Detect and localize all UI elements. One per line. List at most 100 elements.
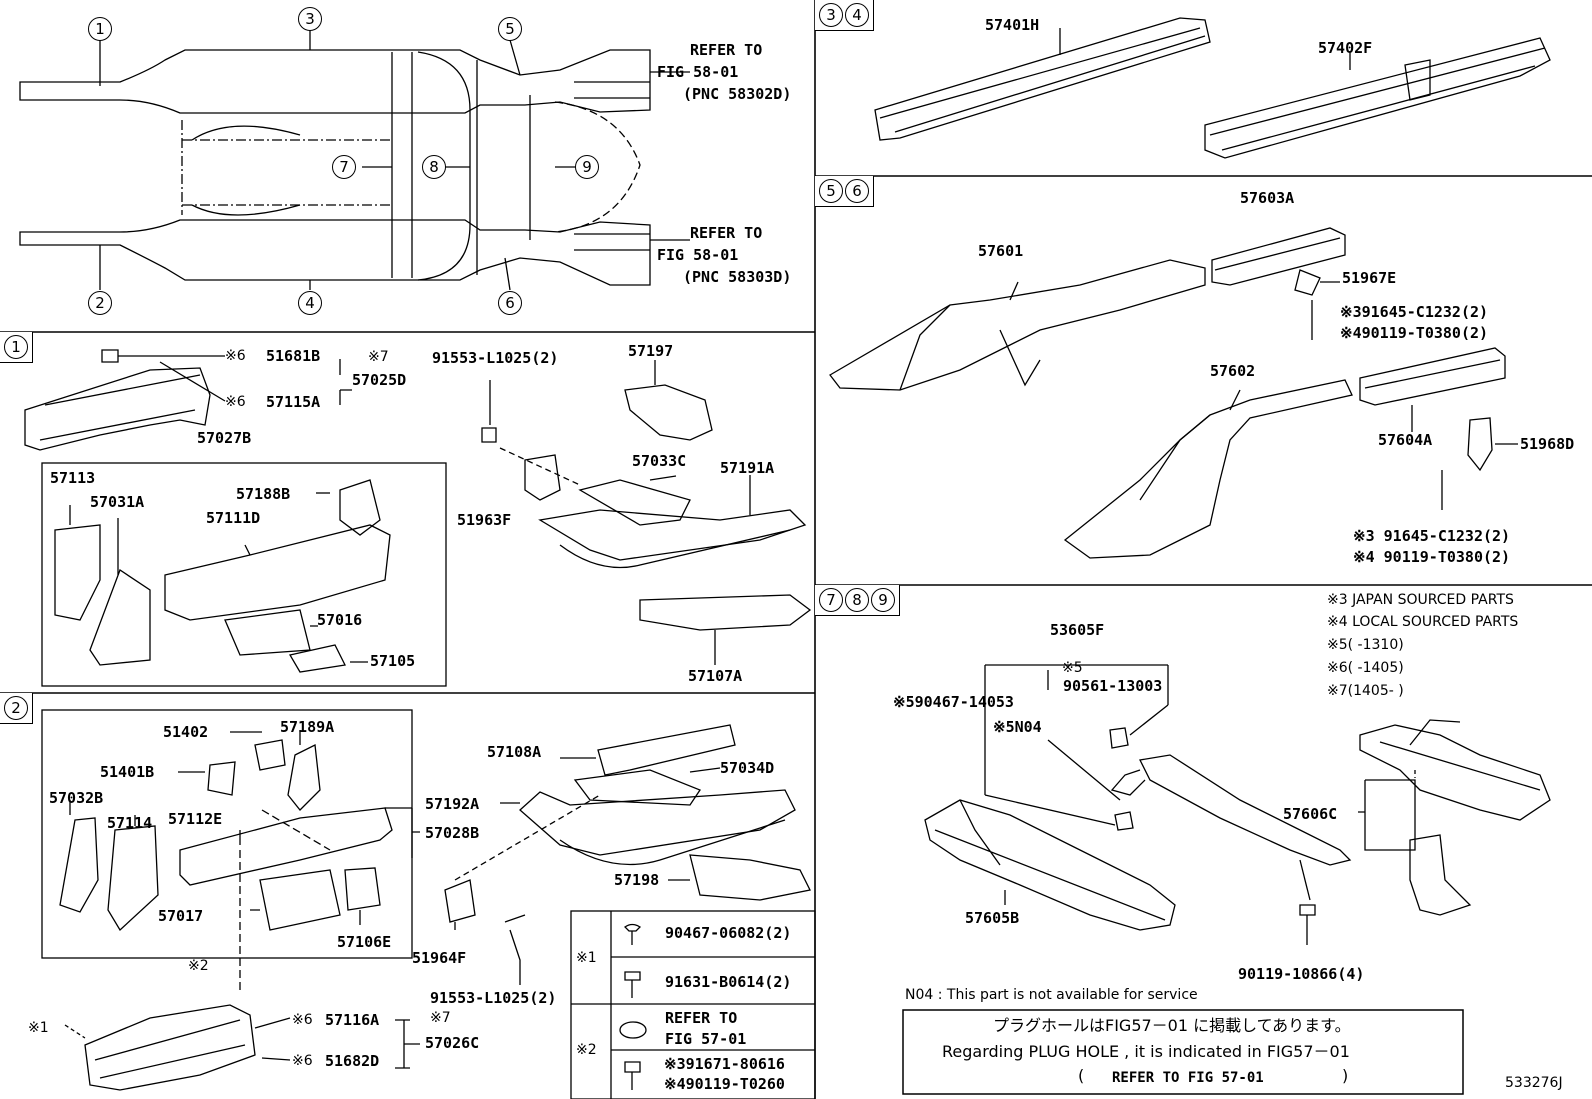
part-label[interactable]: 57016 xyxy=(317,611,363,629)
part-label[interactable]: 53605F xyxy=(1050,621,1105,639)
part-label[interactable]: 57116A xyxy=(325,1011,380,1029)
part-label[interactable]: 57106E xyxy=(337,933,392,951)
note-mark: ※2 xyxy=(188,958,209,974)
part-label[interactable]: 57017 xyxy=(158,907,204,925)
figure-code: 533276J xyxy=(1505,1075,1563,1091)
part-label[interactable]: 57112E xyxy=(168,810,223,828)
legend-part[interactable]: 90467-06082(2) xyxy=(665,924,792,942)
part-label[interactable]: 57189A xyxy=(280,718,335,736)
note-mark: ※7 xyxy=(430,1010,451,1026)
section-header-1: 1 xyxy=(0,332,33,363)
part-label[interactable]: 57025D xyxy=(352,371,407,389)
part-label[interactable]: 57602 xyxy=(1210,362,1256,380)
part-label[interactable]: 57603A xyxy=(1240,189,1295,207)
note-mark: ※6 xyxy=(292,1012,313,1028)
part-label[interactable]: 57114 xyxy=(107,814,153,832)
refer-fig[interactable]: FIG 58-01 xyxy=(657,63,739,81)
part-label[interactable]: ※391645-C1232(2) xyxy=(1340,303,1489,321)
part-label[interactable]: 57115A xyxy=(266,393,321,411)
note-line: ※3 JAPAN SOURCED PARTS xyxy=(1327,592,1514,608)
marker-4: 4 xyxy=(298,291,322,315)
part-label[interactable]: ※590467-14053 xyxy=(893,693,1014,711)
marker-9: 9 xyxy=(575,155,599,179)
part-label[interactable]: 57188B xyxy=(236,485,291,503)
part-label[interactable]: ※4 90119-T0380(2) xyxy=(1353,548,1511,566)
refer-fig[interactable]: FIG 58-01 xyxy=(657,246,739,264)
note-mark: ※7 xyxy=(368,349,389,365)
legend-part[interactable]: ※391671-80616 xyxy=(664,1055,785,1073)
part-label[interactable]: 57034D xyxy=(720,759,775,777)
section-marker: 4 xyxy=(845,3,869,27)
part-label[interactable]: 57028B xyxy=(425,824,480,842)
part-label[interactable]: 57198 xyxy=(614,871,660,889)
marker-7: 7 xyxy=(332,155,356,179)
paren-close: ) xyxy=(1342,1066,1349,1085)
section-marker: 6 xyxy=(845,179,869,203)
part-label[interactable]: 57031A xyxy=(90,493,145,511)
legend-refer-fig[interactable]: FIG 57-01 xyxy=(665,1030,747,1048)
refer-pnc: (PNC 58302D) xyxy=(683,85,792,103)
note-mark: ※1 xyxy=(28,1020,49,1036)
note-line: ※7(1405- ) xyxy=(1327,683,1404,699)
part-label[interactable]: 57027B xyxy=(197,429,252,447)
marker-1: 1 xyxy=(88,17,112,41)
part-label[interactable]: 51967E xyxy=(1342,269,1397,287)
part-label[interactable]: 90561-13003 xyxy=(1063,677,1163,695)
part-label[interactable]: 57402F xyxy=(1318,39,1373,57)
marker-8: 8 xyxy=(422,155,446,179)
part-label[interactable]: 51964F xyxy=(412,949,467,967)
note-mark: ※6 xyxy=(225,394,246,410)
section-header-5-6: 5 6 xyxy=(815,176,874,207)
note-mark: ※6 xyxy=(292,1053,313,1069)
section-marker: 9 xyxy=(871,588,895,612)
part-label[interactable]: 57026C xyxy=(425,1034,480,1052)
plug-hole-note-jp: プラグホールはFIG57－01 に掲載してあります。 xyxy=(993,1016,1351,1035)
section-marker: 8 xyxy=(845,588,869,612)
part-label[interactable]: 51682D xyxy=(325,1052,380,1070)
part-label[interactable]: 57605B xyxy=(965,909,1020,927)
legend-part[interactable]: ※490119-T0260 xyxy=(664,1075,785,1093)
part-label[interactable]: 57111D xyxy=(206,509,261,527)
part-label[interactable]: 51963F xyxy=(457,511,512,529)
n04-note: N04 : This part is not available for ser… xyxy=(905,987,1198,1003)
part-label[interactable]: 57108A xyxy=(487,743,542,761)
legend-mark-1: ※1 xyxy=(576,950,597,966)
note-line: ※5( -1310) xyxy=(1327,637,1404,653)
part-label[interactable]: 51681B xyxy=(266,347,321,365)
part-label[interactable]: 51968D xyxy=(1520,435,1575,453)
part-label[interactable]: 51402 xyxy=(163,723,209,741)
note-line: ※4 LOCAL SOURCED PARTS xyxy=(1327,614,1519,630)
refer-text: REFER TO xyxy=(690,224,763,242)
part-label[interactable]: 57601 xyxy=(978,242,1024,260)
part-label[interactable]: 57032B xyxy=(49,789,104,807)
marker-6: 6 xyxy=(498,291,522,315)
marker-5: 5 xyxy=(498,17,522,41)
part-label[interactable]: ※5N04 xyxy=(993,718,1042,736)
part-label[interactable]: 57606C xyxy=(1283,805,1338,823)
part-label[interactable]: 91553-L1025(2) xyxy=(430,989,557,1007)
part-label[interactable]: 91553-L1025(2) xyxy=(432,349,559,367)
refer-pnc: (PNC 58303D) xyxy=(683,268,792,286)
part-label[interactable]: ※490119-T0380(2) xyxy=(1340,324,1489,342)
legend-part[interactable]: 91631-B0614(2) xyxy=(665,973,792,991)
part-label[interactable]: 90119-10866(4) xyxy=(1238,965,1365,983)
part-label[interactable]: ※3 91645-C1232(2) xyxy=(1353,527,1511,545)
section-marker: 5 xyxy=(819,179,843,203)
plug-hole-note-en: Regarding PLUG HOLE , it is indicated in… xyxy=(942,1042,1350,1061)
part-label[interactable]: 57113 xyxy=(50,469,96,487)
refer-fig-link[interactable]: REFER TO FIG 57-01 xyxy=(1112,1070,1264,1086)
part-label[interactable]: 57107A xyxy=(688,667,743,685)
section-marker: 3 xyxy=(819,3,843,27)
part-label[interactable]: 57197 xyxy=(628,342,674,360)
part-label[interactable]: 57604A xyxy=(1378,431,1433,449)
part-label[interactable]: 57191A xyxy=(720,459,775,477)
part-label[interactable]: 57401H xyxy=(985,16,1040,34)
legend-mark-2: ※2 xyxy=(576,1042,597,1058)
part-label[interactable]: 51401B xyxy=(100,763,155,781)
note-line: ※6( -1405) xyxy=(1327,660,1404,676)
part-label[interactable]: 57033C xyxy=(632,452,687,470)
part-label[interactable]: 57192A xyxy=(425,795,480,813)
part-label[interactable]: 57105 xyxy=(370,652,416,670)
